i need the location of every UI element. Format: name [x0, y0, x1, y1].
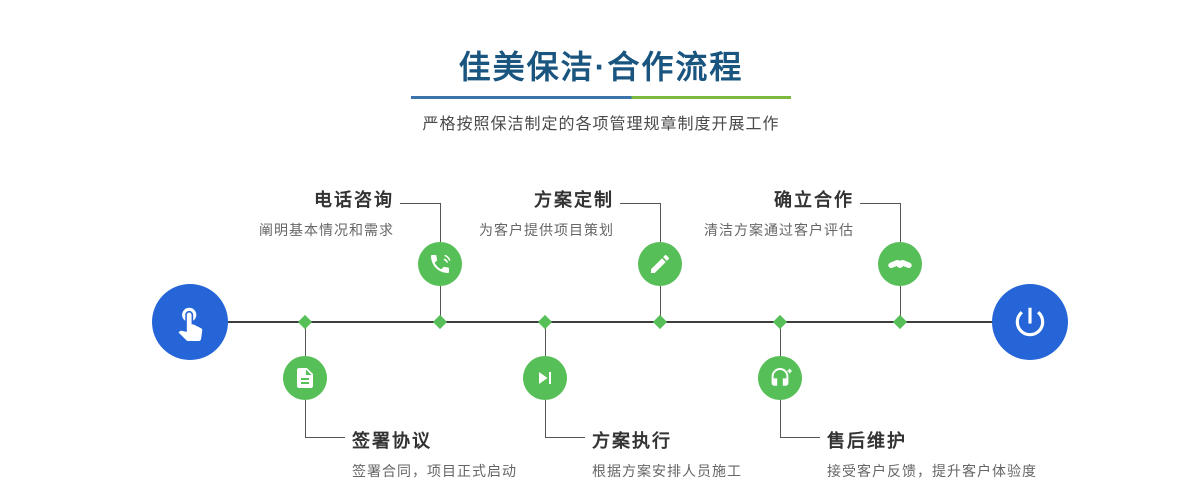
step-after-sales: 售后维护 接受客户反馈，提升客户体验度 [827, 427, 1127, 481]
connector-line [780, 437, 820, 438]
connector-line [780, 400, 781, 438]
step-title: 确立合作 [774, 190, 854, 210]
timeline-end-node [992, 284, 1068, 360]
timeline-start-node [152, 284, 228, 360]
title-divider [411, 96, 791, 99]
play-icon [533, 366, 557, 390]
step-desc: 阐明基本情况和需求 [259, 222, 394, 238]
handshake-icon [887, 251, 913, 277]
timeline-line [190, 321, 1030, 323]
headset-icon [768, 366, 792, 390]
step-title: 签署协议 [352, 431, 432, 451]
connector-line [780, 322, 781, 356]
step-plan-custom: 方案定制 为客户提供项目策划 [334, 186, 614, 240]
connector-line [305, 400, 306, 438]
contract-icon [293, 366, 317, 390]
node-plan-custom [638, 242, 682, 286]
connector-line [305, 322, 306, 356]
step-desc: 为客户提供项目策划 [479, 222, 614, 238]
step-phone-consult: 电话咨询 阐明基本情况和需求 [114, 186, 394, 240]
junction-diamond [432, 314, 448, 330]
node-confirm-cooperation [878, 242, 922, 286]
connector-line [545, 400, 546, 438]
connector-line [545, 322, 546, 356]
page-subtitle: 严格按照保洁制定的各项管理规章制度开展工作 [422, 116, 780, 133]
junction-diamond [892, 314, 908, 330]
step-desc: 接受客户反馈，提升客户体验度 [827, 463, 1037, 479]
connector-line [660, 203, 661, 242]
step-title: 方案执行 [592, 431, 672, 451]
step-sign-agreement: 签署协议 签署合同，项目正式启动 [352, 427, 652, 481]
hand-pointer-icon [171, 303, 209, 341]
page-title: 佳美保洁·合作流程 [458, 49, 744, 85]
junction-diamond [297, 314, 313, 330]
connector-line [400, 203, 440, 204]
junction-diamond [772, 314, 788, 330]
step-desc: 签署合同，项目正式启动 [352, 463, 517, 479]
junction-diamond [652, 314, 668, 330]
step-confirm-cooperation: 确立合作 清洁方案通过客户评估 [574, 186, 854, 240]
step-desc: 清洁方案通过客户评估 [704, 222, 854, 238]
pencil-icon [648, 252, 672, 276]
connector-line [860, 203, 900, 204]
power-icon [1011, 303, 1049, 341]
connector-line [660, 286, 661, 322]
step-title: 电话咨询 [314, 190, 394, 210]
node-sign-agreement [283, 356, 327, 400]
connector-line [305, 437, 345, 438]
node-after-sales [758, 356, 802, 400]
step-title: 方案定制 [534, 190, 614, 210]
node-plan-execute [523, 356, 567, 400]
junction-diamond [537, 314, 553, 330]
connector-line [900, 203, 901, 242]
node-phone-consult [418, 242, 462, 286]
step-title: 售后维护 [827, 431, 907, 451]
connector-line [900, 286, 901, 322]
connector-line [545, 437, 585, 438]
step-plan-execute: 方案执行 根据方案安排人员施工 [592, 427, 892, 481]
connector-line [440, 203, 441, 242]
connector-line [620, 203, 660, 204]
step-desc: 根据方案安排人员施工 [592, 463, 742, 479]
phone-icon [428, 252, 452, 276]
connector-line [440, 286, 441, 322]
